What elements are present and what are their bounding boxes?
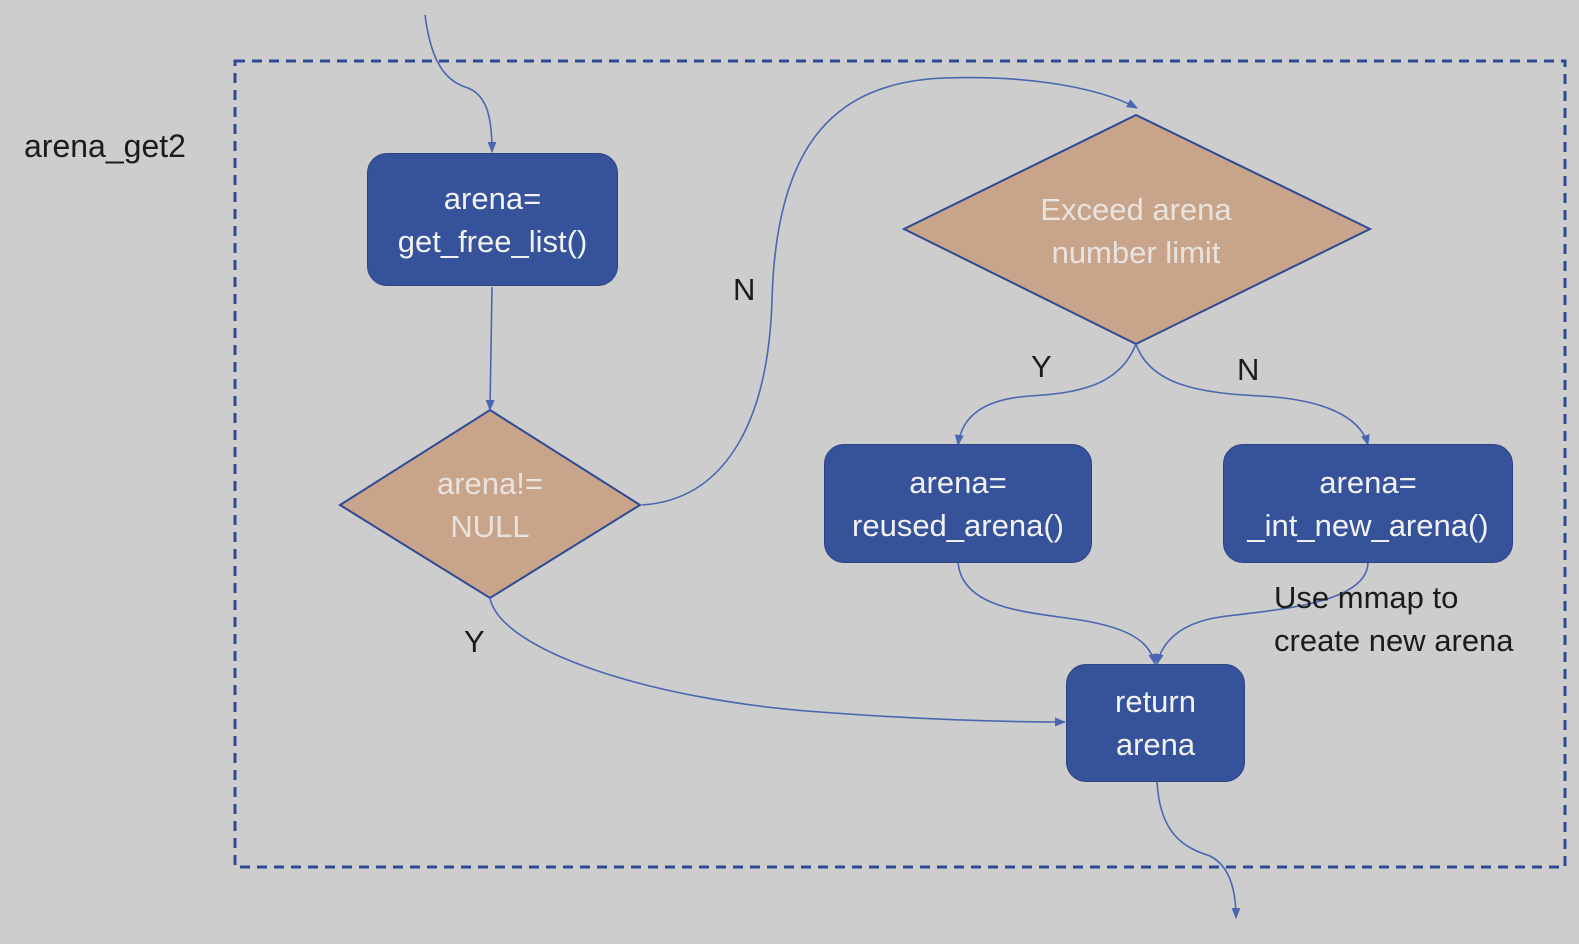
decision-exceed-limit-line-2: number limit xyxy=(1051,235,1221,270)
connector-check-no xyxy=(641,76,1138,506)
process-return-arena-line-1: return xyxy=(1115,684,1196,719)
process-reused-arena-line-2: reused_arena() xyxy=(852,507,1064,543)
edge-label-limit-no: N xyxy=(1237,352,1260,387)
decision-exceed-limit-line-1: Exceed arena xyxy=(1040,192,1232,227)
process-reused-arena: arena= reused_arena() xyxy=(824,444,1092,563)
connector-limit-yes xyxy=(954,343,1137,447)
decision-arena-not-null-line-2: NULL xyxy=(450,509,530,544)
mmap-annotation: Use mmap to create new arena xyxy=(1274,576,1514,662)
connector-entry xyxy=(424,14,497,154)
process-int-new-arena-line-1: arena= xyxy=(1319,464,1417,500)
connector-reused-to-return xyxy=(957,561,1158,666)
process-get-free-list: arena= get_free_list() xyxy=(367,153,618,286)
connector-limit-no xyxy=(1135,343,1370,447)
subroutine-frame xyxy=(233,59,1567,869)
decision-arena-not-null-text: arena!= NULL xyxy=(390,460,590,550)
edge-label-limit-yes: Y xyxy=(1031,349,1052,384)
decision-arena-not-null-line-1: arena!= xyxy=(436,466,543,501)
process-int-new-arena-line-2: _int_new_arena() xyxy=(1247,507,1489,543)
subroutine-label: arena_get2 xyxy=(24,128,186,164)
process-int-new-arena: arena= _int_new_arena() xyxy=(1223,444,1513,563)
decision-exceed-limit-text: Exceed arena number limit xyxy=(986,186,1286,276)
process-get-free-list-line-1: arena= xyxy=(443,180,542,216)
edge-label-null-yes: Y xyxy=(464,624,485,659)
connector-exit xyxy=(1156,781,1241,920)
connector-getfree-to-check xyxy=(485,286,495,412)
process-reused-arena-line-1: arena= xyxy=(909,464,1007,500)
connector-new-to-return xyxy=(1154,561,1369,666)
edge-label-null-no: N xyxy=(733,272,756,307)
connector-check-yes xyxy=(489,597,1067,727)
mmap-annotation-line-2: create new arena xyxy=(1274,623,1514,658)
process-return-arena-line-2: arena xyxy=(1115,727,1196,762)
mmap-annotation-line-1: Use mmap to xyxy=(1274,580,1459,615)
process-return-arena: return arena xyxy=(1066,664,1245,782)
process-get-free-list-line-2: get_free_list() xyxy=(397,223,588,259)
